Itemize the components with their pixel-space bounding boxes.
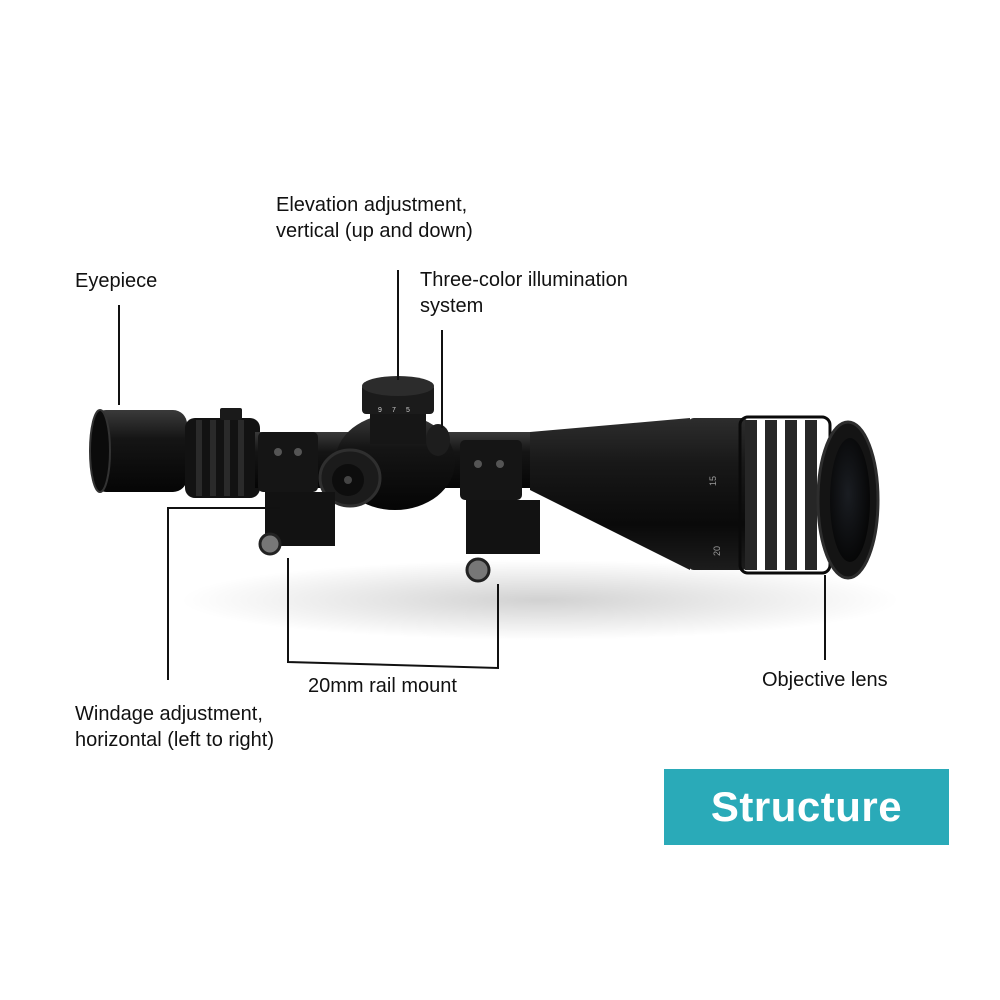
label-rail-mount: 20mm rail mount	[308, 675, 457, 697]
svg-text:7: 7	[392, 407, 396, 414]
illumination-knob	[426, 424, 450, 456]
scope-shadow	[180, 560, 900, 640]
bell-number-20: 20	[712, 546, 722, 556]
eyepiece-body	[92, 410, 187, 492]
elevation-turret-numbers: 9 7 5	[378, 407, 410, 414]
label-windage-adjustment: Windage adjustment, horizontal (left to …	[75, 703, 274, 751]
objective-housing	[688, 418, 748, 570]
structure-banner-text: Structure	[710, 783, 903, 830]
rear-ring-mount	[258, 432, 335, 556]
structure-banner: Structure	[664, 769, 949, 845]
objective-bell	[530, 418, 690, 570]
svg-text:5: 5	[406, 407, 410, 414]
leader-lines	[118, 270, 826, 680]
bell-number-15: 15	[708, 476, 718, 486]
label-eyepiece: Eyepiece	[75, 270, 158, 292]
objective-lens-glass	[830, 438, 870, 562]
rear-mount-screw	[258, 532, 282, 556]
front-ring-mount	[460, 440, 540, 583]
leader-windage	[167, 507, 280, 680]
objective-grip	[745, 420, 817, 570]
label-illumination-system: Three-color illumination system	[420, 269, 628, 317]
svg-text:9: 9	[378, 407, 382, 414]
eyepiece-grip	[196, 420, 244, 496]
rifle-scope: 15 20 9 7 5	[89, 376, 880, 583]
elevation-turret-cap	[362, 376, 434, 396]
label-objective-lens: Objective lens	[762, 669, 888, 691]
eyepiece-rim	[89, 409, 111, 493]
front-mount-screw	[465, 557, 491, 583]
leader-rail-mount	[287, 558, 499, 670]
label-elevation-adjustment: Elevation adjustment, vertical (up and d…	[276, 194, 473, 242]
